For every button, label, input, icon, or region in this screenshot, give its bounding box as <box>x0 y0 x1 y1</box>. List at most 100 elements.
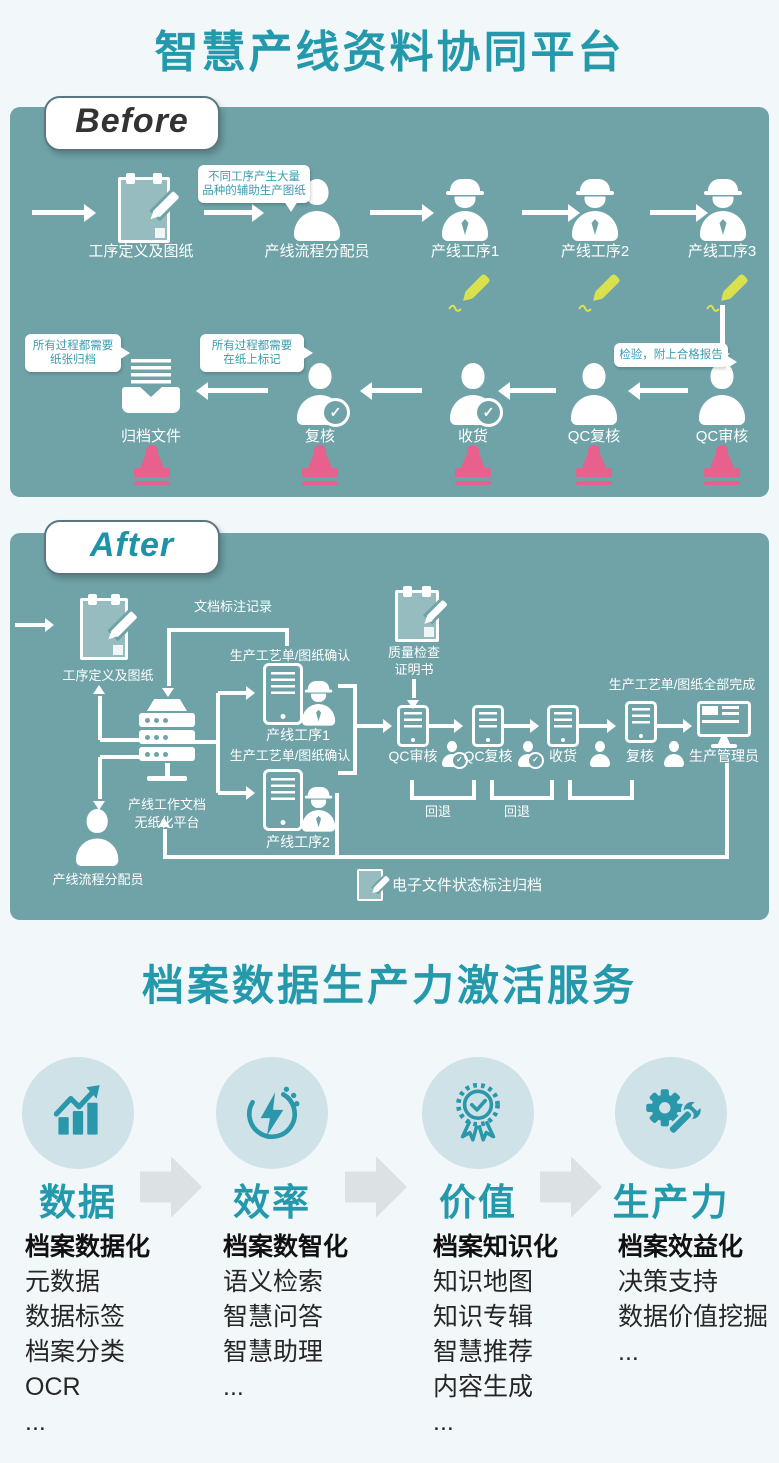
stamp-icon <box>302 445 338 487</box>
list-item: 智慧问答 <box>223 1303 324 1331</box>
node-label: 生产工艺单/图纸确认 <box>229 748 351 763</box>
bubble-tail <box>119 346 130 360</box>
flow-arrow <box>522 203 580 222</box>
check-icon <box>451 752 468 769</box>
tablet-icon <box>547 705 579 747</box>
bubble-tail <box>284 201 298 212</box>
speech-bubble: 所有过程都需要 纸张归档 <box>25 334 130 372</box>
list-item: 决策支持 <box>618 1268 719 1296</box>
speech-bubble: 所有过程都需要 在纸上标记 <box>200 334 313 372</box>
node-label: QC复核 <box>567 428 621 445</box>
flow-arrow-down <box>93 757 105 810</box>
bubble-text: 品种的辅助生产图纸 <box>202 185 306 197</box>
stamp-icon <box>704 445 740 487</box>
worker-icon <box>302 681 336 726</box>
flow-arrow <box>32 203 96 222</box>
connector-line <box>335 793 339 857</box>
column-name: 数据 <box>39 1182 117 1223</box>
small-person-icon <box>590 741 610 767</box>
connector-line <box>338 771 355 775</box>
connector-line <box>725 763 729 857</box>
rollback-label: 回退 <box>424 804 452 819</box>
check-icon <box>474 398 503 427</box>
feature-list: 知识地图 知识专辑 智慧推荐 内容生成 ... <box>433 1265 533 1440</box>
list-item: ... <box>433 1408 454 1436</box>
column-header: 档案数据化 <box>25 1233 151 1261</box>
bubble-text: 在纸上标记 <box>223 354 281 366</box>
tablet-icon <box>397 705 429 747</box>
list-item: ... <box>618 1338 639 1366</box>
stamp-icon <box>576 445 612 487</box>
efficiency-circle <box>216 1057 328 1169</box>
node-label: 产线流程分配员 <box>264 243 370 260</box>
small-person-check-icon <box>442 741 468 769</box>
bubble-tail <box>726 355 737 369</box>
list-item: 知识专辑 <box>433 1303 534 1331</box>
document-pencil-icon <box>118 173 180 243</box>
speech-bubble: 不同工序产生大量 品种的辅助生产图纸 <box>198 165 310 212</box>
flow-arrow <box>196 381 268 400</box>
step-arrow-icon <box>540 1156 602 1218</box>
connector-line <box>100 738 140 742</box>
flow-arrow <box>628 381 688 400</box>
node-label: 收货 <box>549 748 577 764</box>
person-icon <box>571 363 617 425</box>
page-title: 智慧产线资料协同平台 <box>154 28 625 77</box>
list-item: 数据价值挖掘 <box>618 1303 769 1331</box>
step-arrow-icon <box>140 1156 202 1218</box>
certificate-doc-icon <box>395 586 448 642</box>
bar-chart-icon <box>53 1085 100 1135</box>
before-panel: 工序定义及图纸 不同工序产生大量 品种的辅助生产图纸 产线流程分配员 产线工序1… <box>10 107 769 497</box>
column-header: 档案效益化 <box>618 1233 744 1261</box>
bubble-text: 所有过程都需要 <box>32 340 114 352</box>
flow-arrow <box>504 719 539 733</box>
node-label: 复核 <box>304 428 336 445</box>
flow-arrow <box>218 686 255 700</box>
marker-pen-icon <box>705 271 749 315</box>
node-label: 工序定义及图纸 <box>62 668 154 683</box>
bubble-text: 所有过程都需要 <box>211 340 293 352</box>
flow-arrow-up <box>93 685 105 740</box>
node-label: 质量检查 <box>387 645 441 660</box>
connector-line <box>285 628 289 646</box>
node-label: 生产工艺单/图纸全部完成 <box>608 677 756 692</box>
rollback-bracket <box>410 780 476 800</box>
node-label: 生产工艺单/图纸确认 <box>229 648 351 663</box>
node-label: 产线工序1 <box>266 727 330 743</box>
person-check-icon <box>297 363 350 427</box>
node-label: 生产管理员 <box>689 748 759 764</box>
flow-arrow-down <box>162 628 174 697</box>
rollback-label: 回退 <box>503 804 531 819</box>
node-label: 文档标注记录 <box>193 599 273 614</box>
feature-list: 元数据 数据标签 档案分类 OCR ... <box>25 1265 125 1440</box>
tablet-icon <box>472 705 504 747</box>
node-label: 产线工序1 <box>430 243 500 260</box>
bubble-tail <box>302 346 313 360</box>
person-icon <box>294 179 340 241</box>
column-name: 生产力 <box>612 1182 730 1223</box>
list-item: ... <box>25 1408 46 1436</box>
node-label: 产线工序3 <box>687 243 757 260</box>
services-title: 档案数据生产力激活服务 <box>141 962 637 1009</box>
document-pencil-icon <box>80 594 138 660</box>
column-name: 效率 <box>233 1182 311 1223</box>
flow-arrow <box>650 203 708 222</box>
node-label: QC审核 <box>695 428 749 445</box>
node-label: 证明书 <box>394 662 434 677</box>
feature-list: 决策支持 数据价值挖掘 ... <box>618 1265 768 1370</box>
flow-arrow <box>657 719 692 733</box>
tablet-icon <box>263 769 303 831</box>
tablet-icon <box>263 663 303 725</box>
step-arrow-icon <box>345 1156 407 1218</box>
person-icon <box>76 809 119 867</box>
list-item: 语义检索 <box>223 1268 324 1296</box>
speech-bubble: 检验，附上合格报告 <box>614 343 737 369</box>
worker-icon <box>700 179 746 241</box>
worker-icon <box>442 179 488 241</box>
bubble-text: 不同工序产生大量 <box>208 171 300 183</box>
marker-pen-icon <box>447 271 491 315</box>
flow-arrow <box>370 203 434 222</box>
connector-line <box>163 855 729 859</box>
list-item: 档案分类 <box>25 1338 126 1366</box>
check-icon <box>321 398 350 427</box>
